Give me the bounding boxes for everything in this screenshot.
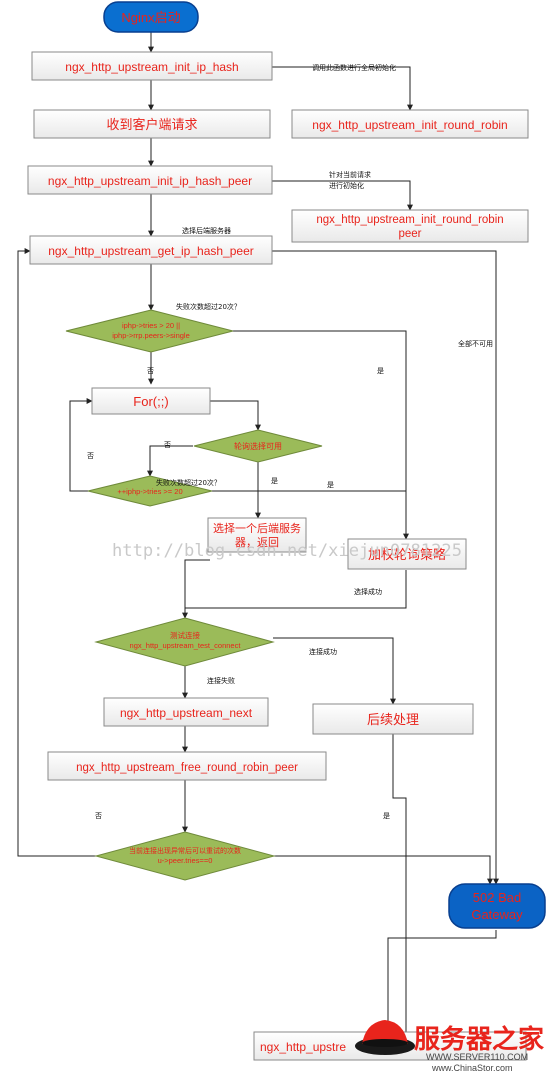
decision-retry-label-2: u->peer.tries==0 xyxy=(158,856,213,865)
for-loop-label: For(;;) xyxy=(133,394,168,409)
for-loop-node xyxy=(91,387,211,415)
decision-connect-node xyxy=(94,617,275,667)
nodes: Nginx启动 ngx_http_upstream_init_ip_hash n… xyxy=(27,1,546,1061)
start-node xyxy=(103,1,199,33)
label-fail-over-20-loop: 失败次数超过20次？ xyxy=(156,478,221,487)
edge-labels: 调用此函数进行全局初始化 针对当前请求 进行初始化 选择后端服务器 失败次数超过… xyxy=(87,63,493,820)
bad-gateway-label-2: Gateway xyxy=(471,907,523,922)
init-ip-hash-node xyxy=(31,51,273,81)
start-label: Nginx启动 xyxy=(121,10,180,25)
weighted-rr-node xyxy=(347,538,467,570)
label-select-success: 选择成功 xyxy=(354,587,382,596)
label-fail-over-20: 失败次数超过20次？ xyxy=(176,302,241,311)
edge-for-to-select xyxy=(210,400,261,431)
edge-wrr-to-connect xyxy=(185,570,407,609)
edge-retry-yes xyxy=(274,855,493,885)
decision-loop-tries-label: ++iphp->tries >= 20 xyxy=(117,487,182,496)
receive-request-label: 收到客户端请求 xyxy=(106,117,197,132)
init-round-robin-peer-node xyxy=(291,209,529,243)
decision-connect-label-2: ngx_http_upstream_test_connect xyxy=(130,641,242,650)
label-connect-fail: 连接失败 xyxy=(207,676,235,685)
init-ip-hash-peer-label: ngx_http_upstream_init_ip_hash_peer xyxy=(48,174,252,188)
upstream-next-label: ngx_http_upstream_next xyxy=(120,706,253,720)
label-all-unavailable: 全部不可用 xyxy=(458,339,493,348)
watermark-text: http://blog.csdn.net/xiejun0781225 xyxy=(112,541,462,561)
brand-line1: WWW.SERVER110.COM xyxy=(426,1052,528,1062)
init-round-robin-label: ngx_http_upstream_init_round_robin xyxy=(312,118,507,132)
decision-tries-label-1: iphp->tries > 20 || xyxy=(122,321,180,330)
label-select-backend: 选择后端服务器 xyxy=(182,226,231,235)
edge-get-to-502 xyxy=(272,250,499,885)
decision-loop-tries-node xyxy=(87,475,213,507)
label-yes-select: 是 xyxy=(271,477,278,485)
free-rr-peer-node xyxy=(47,751,327,781)
decision-retry-label-1: 当前连接出现异常后可以重试的次数 xyxy=(129,846,241,855)
label-yes-loop: 是 xyxy=(327,481,334,489)
edge-init-to-rr xyxy=(272,66,413,111)
get-ip-hash-peer-label: ngx_http_upstream_get_ip_hash_peer xyxy=(48,244,254,258)
bad-gateway-node xyxy=(448,883,546,929)
label-no-select: 否 xyxy=(164,441,171,449)
edge-connect-success xyxy=(273,637,396,705)
edge-peer-to-rrpeer xyxy=(272,180,413,211)
init-ip-hash-label: ngx_http_upstream_init_ip_hash xyxy=(65,60,238,74)
label-no-retry: 否 xyxy=(95,812,102,820)
post-process-label: 后续处理 xyxy=(367,712,419,727)
brand-logo: 服务器之家 WWW.SERVER110.COM www.ChinaStor.co… xyxy=(355,1020,544,1073)
bottom-node-label: ngx_http_upstre xyxy=(260,1040,346,1054)
label-yes-1: 是 xyxy=(377,367,384,375)
label-per-request-2: 进行初始化 xyxy=(329,181,364,190)
decision-tries-node xyxy=(65,309,234,353)
edges xyxy=(17,32,499,1036)
decision-connect-label-1: 测试连接 xyxy=(170,630,200,640)
brand-title: 服务器之家 xyxy=(414,1024,544,1055)
edge-post-to-bottom xyxy=(392,734,407,1036)
get-ip-hash-peer-node xyxy=(29,235,273,265)
label-no-loop: 否 xyxy=(87,452,94,460)
edge-loop-no xyxy=(69,398,93,492)
init-round-robin-peer-label-1: ngx_http_upstream_init_round_robin xyxy=(316,214,503,226)
init-ip-hash-peer-node xyxy=(27,165,273,195)
decision-select-label: 轮询选择可用 xyxy=(234,441,282,451)
bad-gateway-label-1: 502 Bad xyxy=(473,890,521,905)
brand-line2: www.ChinaStor.com xyxy=(431,1063,513,1073)
edge-select-to-connect xyxy=(182,559,210,619)
select-server-node xyxy=(207,517,307,553)
receive-request-node xyxy=(33,109,271,139)
free-rr-peer-label: ngx_http_upstream_free_round_robin_peer xyxy=(76,762,298,774)
edge-retry-no xyxy=(17,248,96,857)
label-yes-retry: 是 xyxy=(383,812,390,820)
decision-select-node xyxy=(193,429,323,463)
edge-decision-yes xyxy=(233,330,409,540)
label-no-1: 否 xyxy=(147,367,154,375)
redhat-icon xyxy=(355,1020,415,1055)
weighted-rr-label: 加权轮询策略 xyxy=(368,547,446,562)
upstream-next-node xyxy=(103,697,269,727)
edge-select-no xyxy=(147,445,193,477)
init-round-robin-peer-label-2: peer xyxy=(398,228,421,240)
edge-502-to-bottom xyxy=(385,930,497,1031)
select-server-label-2: 器，返回 xyxy=(235,536,279,549)
init-round-robin-node xyxy=(291,109,529,139)
decision-retry-node xyxy=(94,831,276,881)
select-server-label-1: 选择一个后端服务 xyxy=(213,521,301,535)
label-connect-success: 连接成功 xyxy=(309,647,337,656)
decision-tries-label-2: iphp->rrp.peers->single xyxy=(112,331,190,340)
label-call-global-init: 调用此函数进行全局初始化 xyxy=(312,63,396,72)
post-process-node xyxy=(312,703,474,735)
label-per-request-1: 针对当前请求 xyxy=(329,170,371,179)
